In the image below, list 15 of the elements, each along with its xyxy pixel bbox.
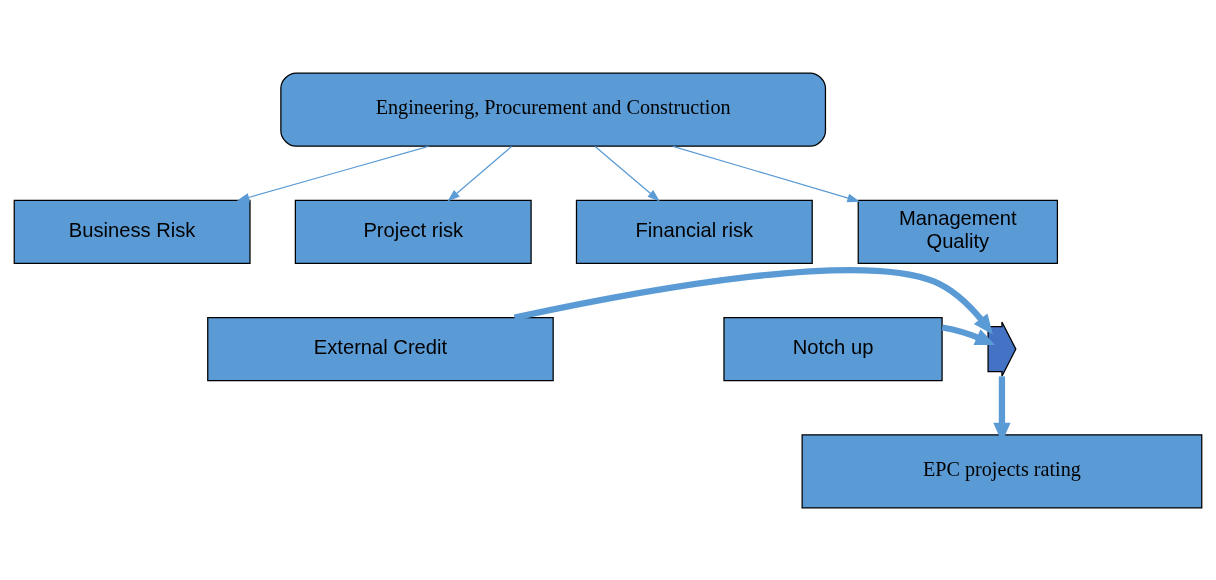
node-box: Management Quality [857, 199, 1059, 264]
arrow [672, 145, 860, 202]
arrow [513, 266, 993, 334]
node-box: Business Risk [13, 199, 251, 264]
node-box: EPC projects rating [801, 433, 1203, 509]
arrow [941, 323, 996, 345]
arrow [447, 145, 513, 201]
node-arrow [987, 320, 1017, 377]
node-box: Engineering, Procurement and Construction [280, 71, 827, 147]
arrow [594, 145, 660, 201]
node-box: Project risk [294, 199, 532, 264]
node-box: External Credit [207, 316, 554, 381]
node-box: Notch up [723, 316, 943, 381]
node-box: Financial risk [575, 199, 813, 264]
arrow [236, 145, 430, 202]
